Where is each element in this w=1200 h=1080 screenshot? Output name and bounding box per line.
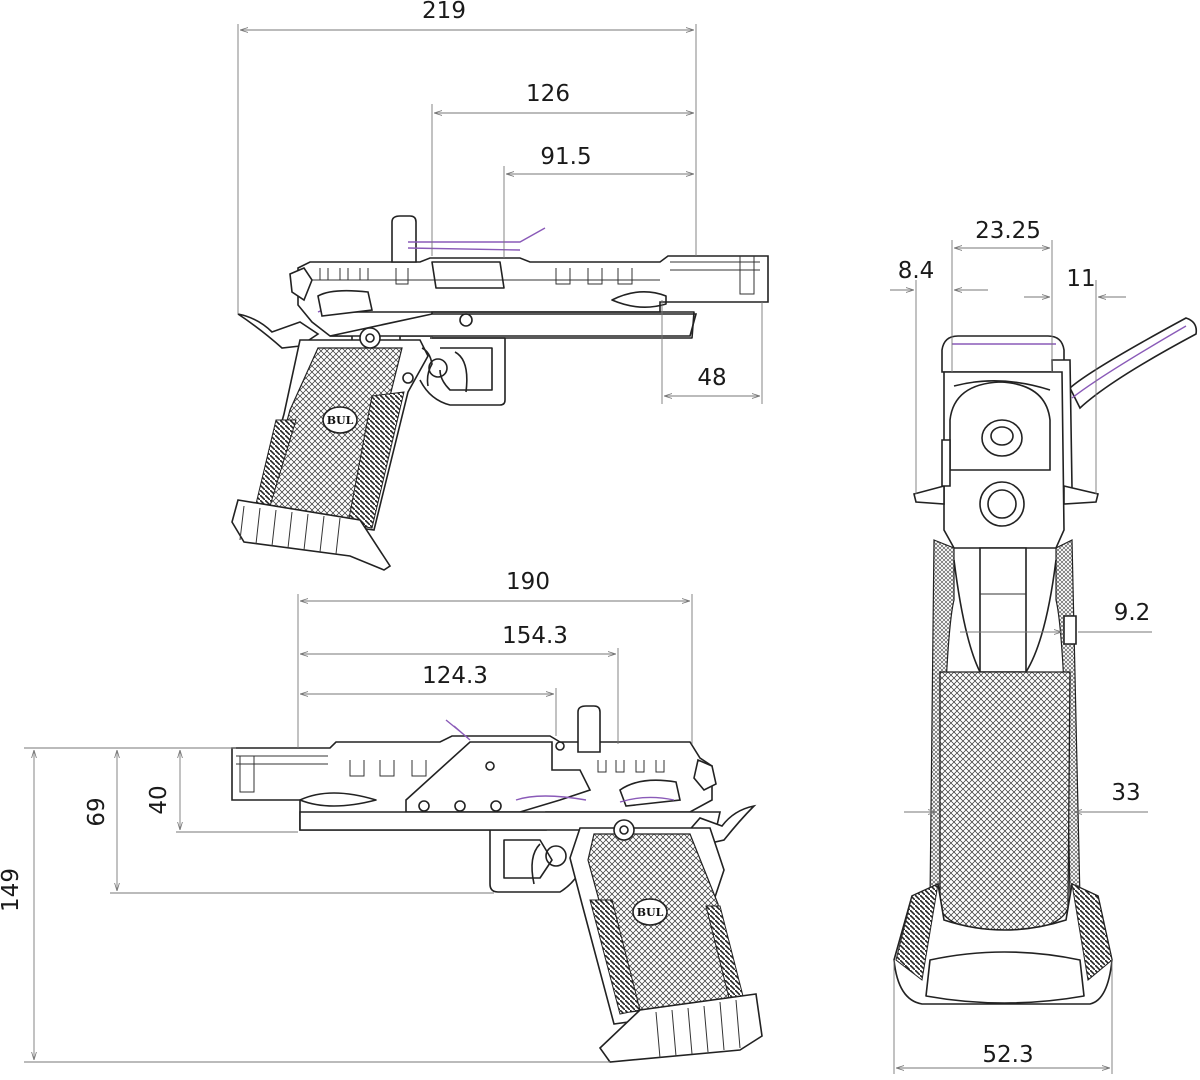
thumb-safety — [317, 289, 373, 317]
trigger — [454, 351, 468, 393]
logo-text: BUL — [327, 414, 354, 427]
dim-overall-height: 149 — [0, 868, 24, 912]
magwell-rear — [893, 882, 1113, 1005]
dimensions-rear: 23.25 8.4 11 9.2 33 52.3 — [890, 218, 1152, 1074]
dim-slide-to-guard: 69 — [84, 797, 110, 826]
side-view-left: BUL — [231, 705, 763, 1063]
dimensions-side-left: 190 154.3 124.3 149 69 40 — [0, 569, 693, 1063]
slide-stop-pin — [459, 313, 473, 327]
thumb-safety-left — [619, 779, 681, 807]
dim-left-lever: 8.4 — [898, 258, 935, 284]
dim-grip-width: 33 — [1111, 780, 1140, 806]
dim-magwell-width: 52.3 — [982, 1042, 1033, 1068]
ejection-port — [431, 261, 505, 289]
slide-serrations — [310, 256, 760, 295]
rear-view — [893, 317, 1198, 1005]
dimensions-side-right: 219 126 91.5 48 — [237, 0, 763, 404]
beavertail — [237, 313, 320, 349]
hammer-left — [693, 758, 717, 791]
trigger-left — [531, 843, 541, 885]
rear-sight-blade — [941, 335, 1065, 373]
grip-safety-rear — [979, 547, 1027, 673]
slide-serrations-left — [236, 755, 665, 793]
grip-screw-left — [613, 819, 635, 841]
mainspring-housing — [939, 671, 1071, 933]
grip-screw-top — [359, 327, 381, 349]
charging-handle-left — [445, 719, 471, 741]
dim-slide-to-muzzle: 126 — [526, 81, 570, 107]
dim-port-to-muzzle: 91.5 — [540, 144, 591, 170]
magazine-base — [231, 499, 392, 571]
trigger-guard — [419, 337, 506, 406]
dim-release-button: 9.2 — [1114, 600, 1151, 626]
safety-lever-rear — [1069, 317, 1198, 410]
rear-sight-left — [577, 705, 601, 753]
front-strap — [347, 391, 405, 529]
firing-pin-plate — [979, 481, 1025, 527]
side-view-right: BUL — [231, 215, 769, 571]
dim-compensator: 48 — [697, 365, 726, 391]
logo-medallion-left — [632, 898, 668, 926]
charging-handle — [408, 227, 546, 243]
dim-slide-width: 23.25 — [975, 218, 1041, 244]
rear-sight — [391, 215, 417, 263]
dim-slide-height: 40 — [146, 785, 172, 814]
dim-slide-to-sight: 154.3 — [502, 623, 568, 649]
dim-right-lever: 11 — [1066, 266, 1095, 292]
slide — [297, 255, 769, 337]
logo-text-left: BUL — [637, 906, 664, 919]
dim-overall-length: 219 — [422, 0, 466, 24]
dim-slide-length: 190 — [506, 569, 550, 595]
logo-medallion — [322, 406, 358, 434]
slide-release — [515, 795, 587, 801]
hammer-spur — [981, 419, 1023, 457]
dim-slide-to-plate: 124.3 — [422, 663, 488, 689]
hammer — [289, 267, 313, 302]
